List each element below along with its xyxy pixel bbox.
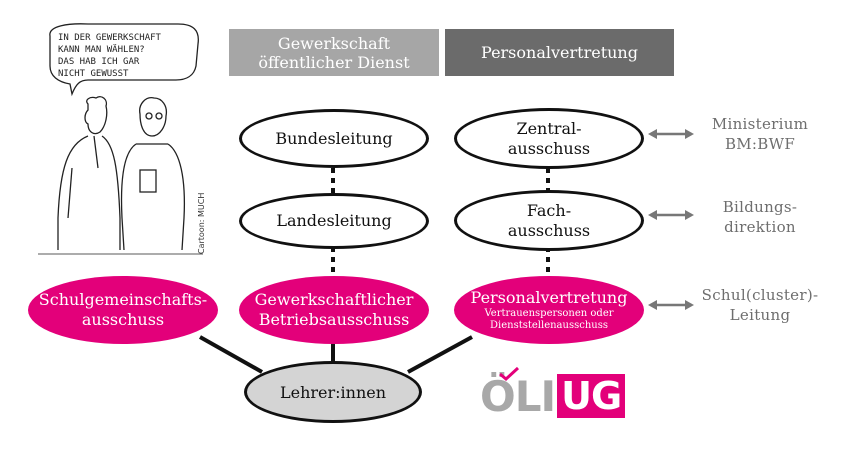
cartoon-credit: Cartoon: MUCH <box>197 193 206 254</box>
cartoon-man-right <box>120 97 186 251</box>
oeliug-logo: ÖLI UG <box>480 372 626 421</box>
cartoon-illustration: IN DER GEWERKSCHAFT KANN MAN WÄHLEN? DAS… <box>38 23 206 255</box>
node-zentralausschuss: Zentral- ausschuss <box>454 108 644 169</box>
speech-line-3: DAS HAB ICH GAR <box>58 57 140 67</box>
cartoon-man-left <box>57 96 121 250</box>
label-bildungsdirektion: Bildungs- direktion <box>722 198 798 236</box>
speech-line-2: KANN MAN WÄHLEN? <box>58 44 145 55</box>
header-gewerkschaft-label: Gewerkschaft öffentlicher Dienst <box>258 33 410 72</box>
logo-ug-text: UG <box>557 374 626 418</box>
header-gewerkschaft: Gewerkschaft öffentlicher Dienst <box>229 29 439 76</box>
node-landesleitung: Landesleitung <box>239 193 429 249</box>
node-zentralausschuss-label: Zentral- ausschuss <box>507 118 591 158</box>
logo-oeli-text: ÖLI <box>480 372 556 421</box>
node-bundesleitung: Bundesleitung <box>239 109 429 168</box>
arrow-fach-bildungsdirektion <box>648 210 694 220</box>
node-betriebsausschuss: Gewerkschaftlicher Betriebsausschuss <box>239 276 429 344</box>
label-schulleitung: Schul(cluster)- Leitung <box>701 286 819 324</box>
node-landesleitung-label: Landesleitung <box>276 211 392 230</box>
logo-checkmark-icon <box>499 366 520 381</box>
line-pv-lehrer <box>407 335 473 374</box>
node-schulgemeinschaftsausschuss-label: Schulgemeinschafts- ausschuss <box>38 290 208 329</box>
node-schulgemeinschaftsausschuss: Schulgemeinschafts- ausschuss <box>28 276 218 344</box>
node-lehrerinnen: Lehrer:innen <box>244 361 422 423</box>
line-schulgemeinschaft-lehrer <box>199 335 263 374</box>
node-betriebsausschuss-label: Gewerkschaftlicher Betriebsausschuss <box>254 290 414 329</box>
label-ministerium: Ministerium BM:BWF <box>711 115 809 153</box>
node-personalvertretung: Personalvertretung Vertrauenspersonen od… <box>454 276 644 344</box>
node-lehrerinnen-label: Lehrer:innen <box>279 382 387 402</box>
speech-line-4: NICHT GEWUSST <box>58 69 129 79</box>
node-personalvertretung-title: Personalvertretung <box>470 288 628 307</box>
arrow-pv-schulleitung <box>648 300 694 310</box>
node-bundesleitung-label: Bundesleitung <box>275 128 393 148</box>
node-fachausschuss-label: Fach- ausschuss <box>507 200 591 240</box>
header-personalvertretung-label: Personalvertretung <box>481 43 638 62</box>
node-personalvertretung-sub: Vertrauenspersonen oder Dienststellenaus… <box>484 308 614 331</box>
speech-line-1: IN DER GEWERKSCHAFT <box>58 33 162 43</box>
arrow-zentral-ministerium <box>648 129 694 139</box>
header-personalvertretung: Personalvertretung <box>445 29 674 76</box>
node-fachausschuss: Fach- ausschuss <box>454 190 644 251</box>
speech-bubble <box>49 23 199 97</box>
